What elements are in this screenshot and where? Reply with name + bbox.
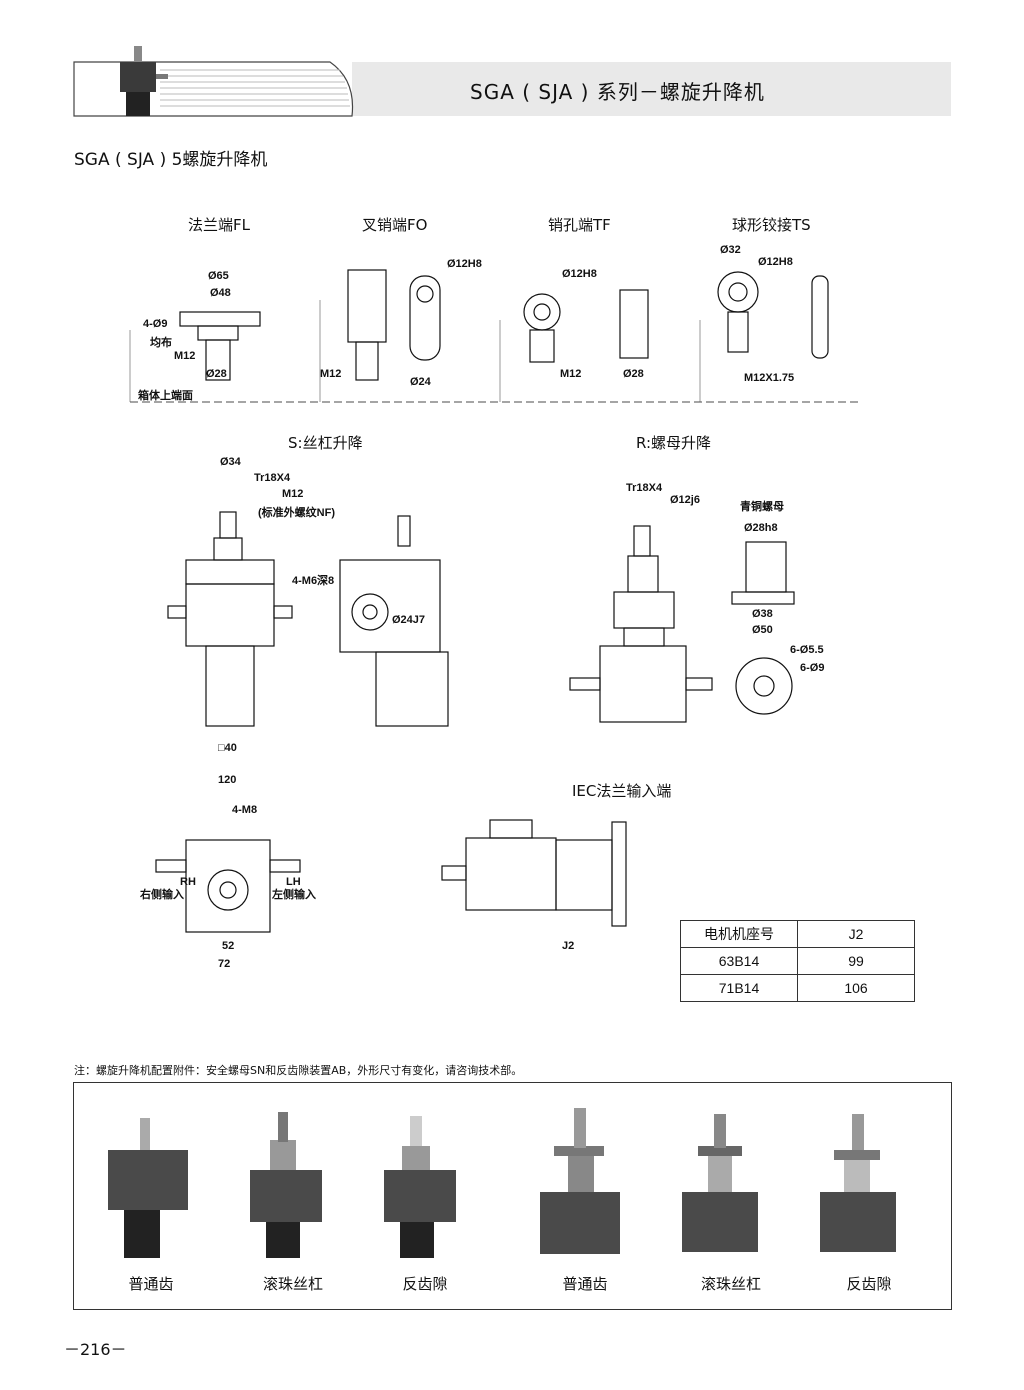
dim-r-d50: Ø50 — [752, 624, 773, 636]
dim-s-nf: (标准外螺纹NF) — [258, 507, 335, 519]
photo-caption-6: 反齿隙 — [846, 1275, 892, 1293]
j2-table: 电机机座号 J2 63B14 99 71B14 106 — [680, 920, 915, 1002]
product-photo-box — [73, 1082, 952, 1310]
dim-ts-thread: M12X1.75 — [744, 372, 795, 384]
dim-s-sq40: □40 — [218, 742, 237, 754]
dim-s-d34: Ø34 — [220, 456, 241, 468]
dim-r-d28: Ø28h8 — [744, 522, 778, 534]
dim-ts-pin: Ø12H8 — [758, 256, 793, 268]
photo-caption-1: 普通齿 — [128, 1275, 174, 1293]
photo-caption-2: 滚珠丝杠 — [262, 1275, 323, 1293]
footnote: 注：螺旋升降机配置附件：安全螺母SN和反齿隙装置AB，外形尺寸有变化，请咨询技术… — [74, 1064, 523, 1077]
section-title: SGA ( SJA ) 5螺旋升降机 — [74, 150, 268, 170]
dim-fl-holes: 4-Ø9 — [143, 318, 168, 330]
dim-b-rh-text: 右侧输入 — [140, 889, 184, 901]
dim-s-m6: 4-M6深8 — [292, 575, 335, 587]
table-cell: 106 — [797, 974, 915, 1002]
table-cell: 99 — [797, 947, 915, 975]
bronze-nut-label: 青铜螺母 — [740, 501, 784, 513]
dim-fl-d65: Ø65 — [208, 270, 229, 282]
dim-fl-even: 均布 — [150, 337, 172, 349]
end-type-fl-label: 法兰端FL — [188, 216, 250, 234]
dim-fl-d28: Ø28 — [206, 368, 227, 380]
view-r-label: R:螺母升降 — [636, 434, 712, 452]
product-photo-5 — [682, 1114, 758, 1252]
jack-logo-icon — [120, 46, 168, 116]
dim-fo-pin: Ø12H8 — [447, 258, 482, 270]
dim-fo-m12: M12 — [320, 368, 342, 380]
dim-b-52: 52 — [222, 940, 235, 952]
dim-fo-d24: Ø24 — [410, 376, 431, 388]
photo-caption-5: 滚珠丝杠 — [700, 1275, 761, 1293]
end-type-ts-label: 球形铰接TS — [732, 216, 811, 234]
product-photo-4 — [540, 1108, 620, 1254]
table-cell: 71B14 — [680, 974, 798, 1002]
photo-caption-3: 反齿隙 — [402, 1275, 448, 1293]
dim-fl-top-face: 箱体上端面 — [138, 390, 193, 402]
product-photo-3 — [384, 1116, 456, 1258]
page-title: SGA ( SJA ) 系列－螺旋升降机 — [470, 80, 765, 104]
dim-r-holes1: 6-Ø5.5 — [790, 644, 824, 656]
j2-header-j2: J2 — [797, 920, 915, 948]
dim-r-d12: Ø12j6 — [670, 494, 700, 506]
end-type-fo-label: 叉销端FO — [362, 216, 428, 234]
dim-s-tr: Tr18X4 — [254, 472, 291, 484]
dim-b-120: 120 — [218, 774, 237, 786]
dim-r-holes2: 6-Ø9 — [800, 662, 825, 674]
view-iec-label: IEC法兰输入端 — [572, 782, 672, 800]
dim-iec-j2: J2 — [562, 940, 575, 952]
dim-fl-m12: M12 — [174, 350, 196, 362]
dim-b-rh: RH — [180, 876, 196, 888]
photo-caption-4: 普通齿 — [562, 1275, 608, 1293]
page-number: －216－ — [64, 1340, 127, 1359]
dim-b-lh-text: 左侧输入 — [272, 889, 316, 901]
end-type-tf-label: 销孔端TF — [548, 216, 611, 234]
dim-tf-pin: Ø12H8 — [562, 268, 597, 280]
dim-tf-m12: M12 — [560, 368, 582, 380]
dim-ts-d32: Ø32 — [720, 244, 741, 256]
dim-s-d24: Ø24J7 — [392, 614, 426, 626]
product-photo-2 — [250, 1112, 322, 1258]
dim-b-m8: 4-M8 — [232, 804, 258, 816]
view-s-label: S:丝杠升降 — [288, 434, 363, 452]
dim-s-m12: M12 — [282, 488, 304, 500]
product-photo-1 — [108, 1118, 188, 1258]
dim-tf-d28: Ø28 — [623, 368, 644, 380]
product-photo-6 — [820, 1114, 896, 1252]
j2-header-frame: 电机机座号 — [680, 920, 798, 948]
dim-r-tr: Tr18X4 — [626, 482, 663, 494]
dim-r-d38: Ø38 — [752, 608, 773, 620]
dim-fl-d48: Ø48 — [210, 287, 231, 299]
dim-b-lh: LH — [286, 876, 301, 888]
dim-b-72: 72 — [218, 958, 231, 970]
